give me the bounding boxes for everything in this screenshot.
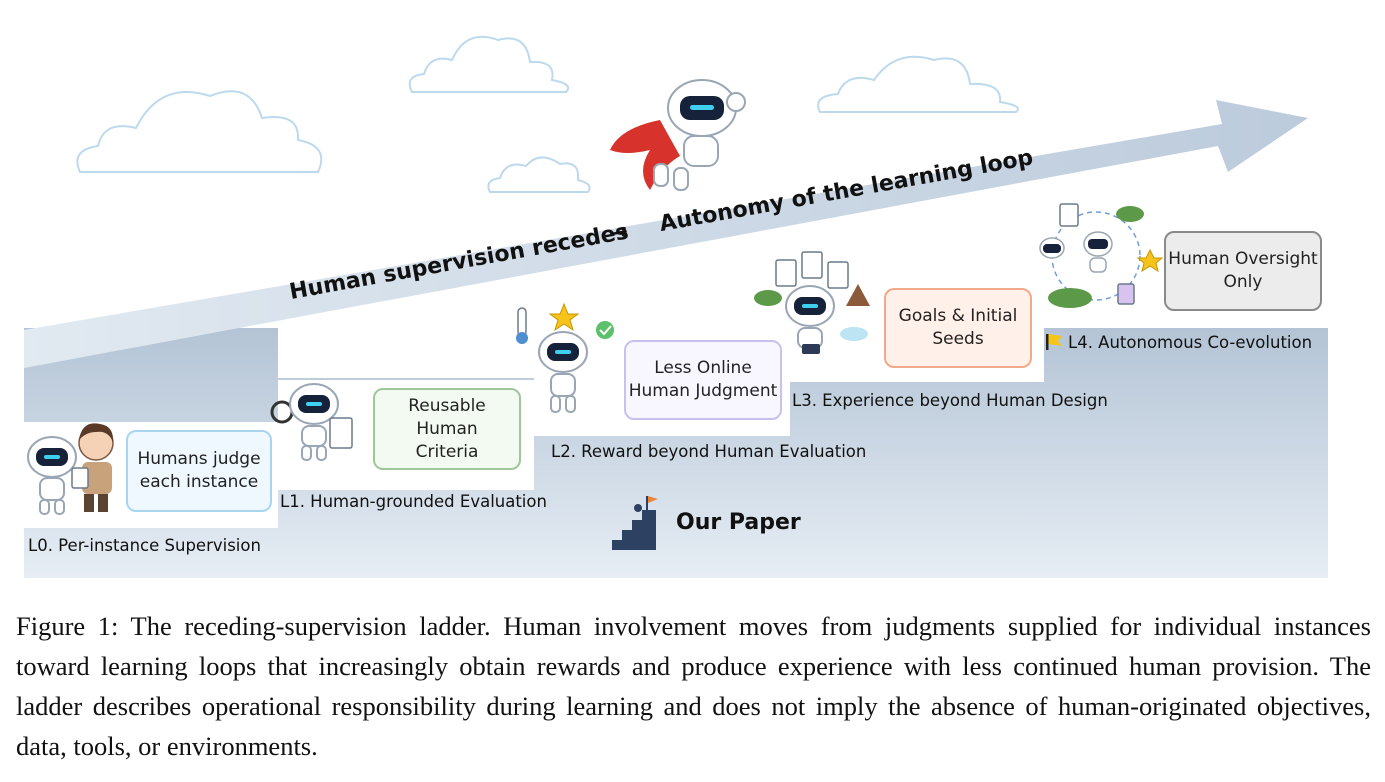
level-2-label: L2. Reward beyond Human Evaluation xyxy=(551,442,867,461)
human-reviewer-icon xyxy=(71,423,114,512)
co-evolution-cycle-icon xyxy=(1039,203,1164,308)
robot-with-reward-icons xyxy=(516,302,614,413)
climbing-figure-icon xyxy=(612,496,658,550)
level-0-box-text: Humans judge each instance xyxy=(137,449,261,492)
robot-icon xyxy=(27,436,77,515)
level-0-label: L0. Per-instance Supervision xyxy=(28,536,261,555)
figure-caption: Figure 1: The receding-supervision ladde… xyxy=(16,611,1371,761)
progress-arrow xyxy=(24,100,1308,368)
level-0-box: Humans judge each instance xyxy=(126,430,272,512)
robot-with-magnifier-icon xyxy=(270,383,353,461)
level-3-label: L3. Experience beyond Human Design xyxy=(792,391,1108,410)
level-2-box-text: Less Online Human Judgment xyxy=(628,358,778,401)
cloud-icon xyxy=(817,55,1019,113)
level-4-box-text: Human Oversight Only xyxy=(1168,249,1318,292)
level-1-label: L1. Human-grounded Evaluation xyxy=(280,492,547,511)
level-3-box-text: Goals & Initial Seeds xyxy=(898,306,1018,349)
level-4-box: Human Oversight Only xyxy=(1164,231,1322,311)
level-3-box: Goals & Initial Seeds xyxy=(884,288,1032,368)
level-1-box: Reusable Human Criteria xyxy=(373,388,521,470)
flying-robot-icon xyxy=(610,79,746,191)
flag-icon xyxy=(1046,334,1062,350)
level-1-box-text: Reusable Human Criteria xyxy=(408,395,486,462)
our-paper-label: Our Paper xyxy=(676,510,801,535)
robot-with-experience-icons xyxy=(754,251,870,354)
cloud-icon xyxy=(487,156,591,193)
level-4-label: L4. Autonomous Co-evolution xyxy=(1068,333,1313,352)
cloud-icon xyxy=(408,35,570,93)
ladder-figure: Human supervision recedes → Autonomy of … xyxy=(24,35,1328,578)
level-2-box: Less Online Human Judgment xyxy=(624,340,782,420)
cloud-icon xyxy=(76,90,323,173)
